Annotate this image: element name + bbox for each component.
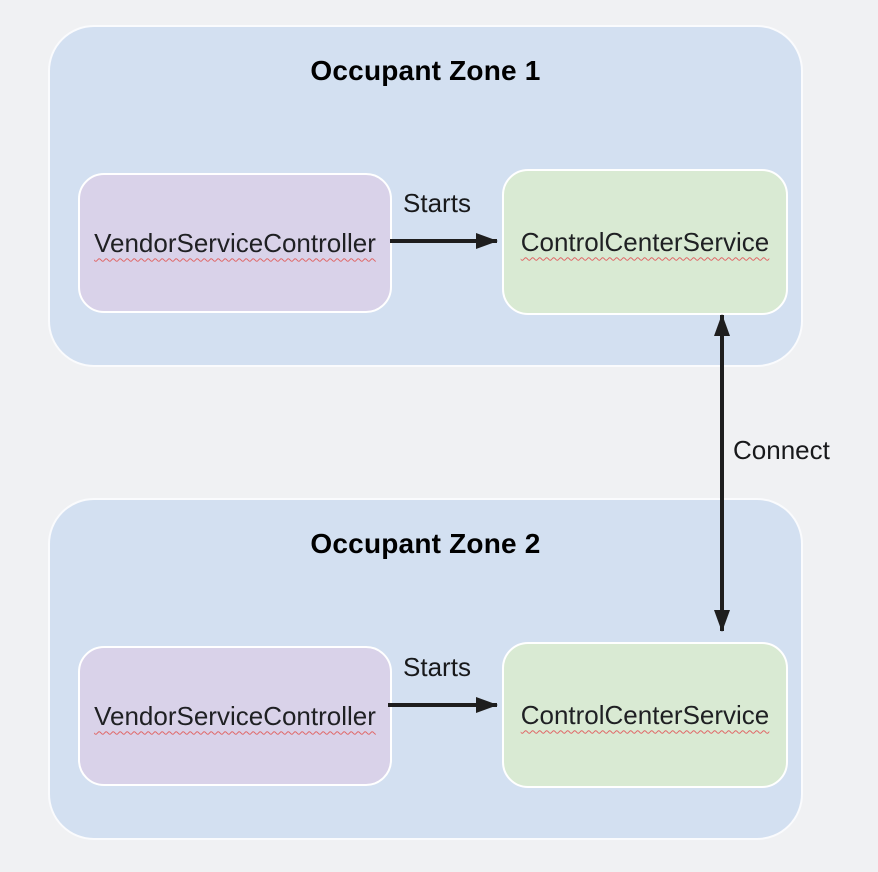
node-label: ControlCenterService [520, 226, 770, 257]
connect-edge-label: Connect [733, 435, 830, 465]
node-label: VendorServiceController [94, 700, 376, 731]
zone-title: Occupant Zone 2 [310, 528, 541, 559]
control-center-service-node-zone1: ControlCenterService [502, 169, 788, 315]
occupant-zone-1: Occupant Zone 1 VendorServiceController … [48, 25, 803, 367]
node-label: ControlCenterService [520, 699, 770, 730]
starts-edge-label-zone1: Starts [403, 188, 471, 218]
occupant-zone-2: Occupant Zone 2 VendorServiceController … [48, 498, 803, 840]
vendor-service-controller-node-zone1: VendorServiceController [78, 173, 392, 313]
starts-edge-label-zone2: Starts [403, 652, 471, 682]
node-label: VendorServiceController [94, 227, 376, 258]
vendor-service-controller-node-zone2: VendorServiceController [78, 646, 392, 786]
control-center-service-node-zone2: ControlCenterService [502, 642, 788, 788]
zone-title: Occupant Zone 1 [310, 55, 541, 86]
